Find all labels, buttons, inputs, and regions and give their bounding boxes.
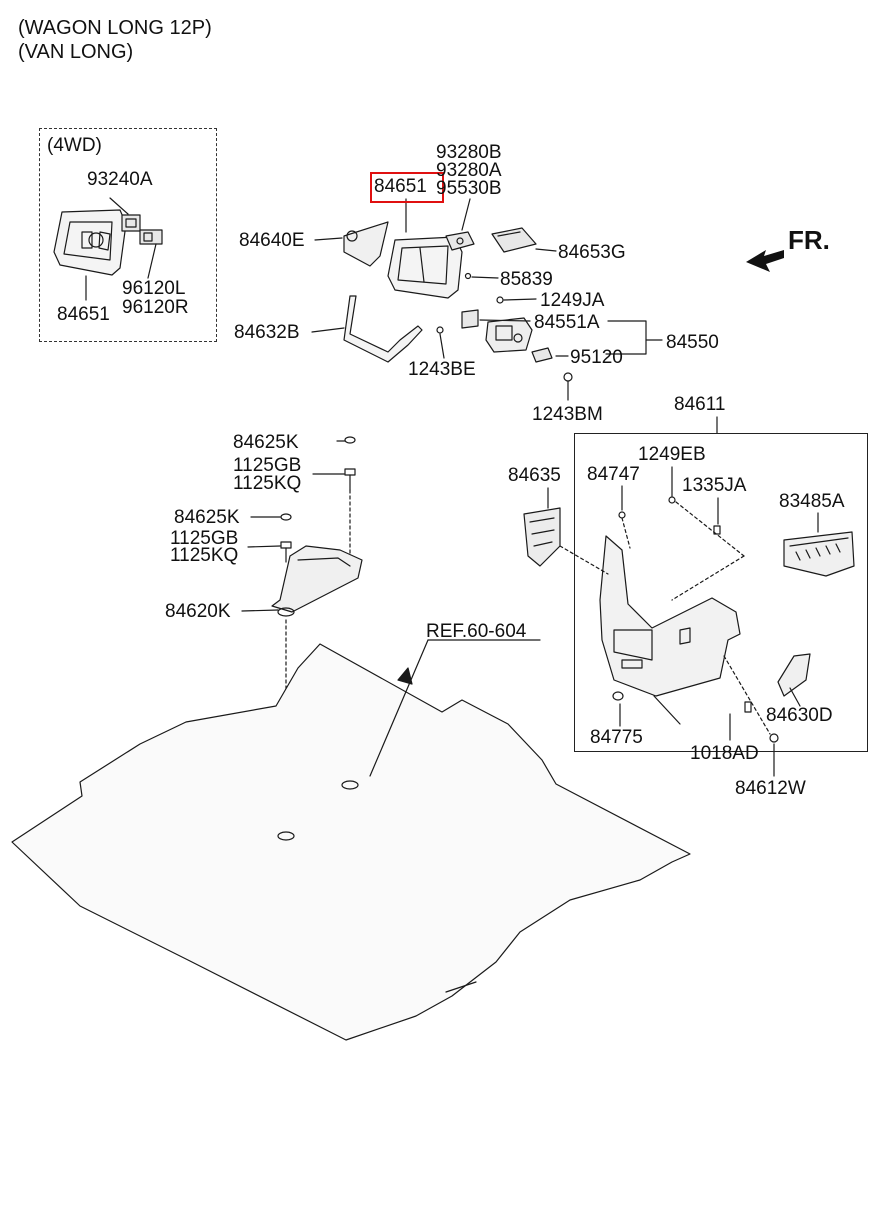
clip-84775 <box>612 691 624 701</box>
label-95530B[interactable]: 95530B <box>436 178 502 199</box>
label-1125GB-a[interactable]: 1125GB <box>233 455 302 476</box>
label-83485A[interactable]: 83485A <box>779 491 845 512</box>
trim-84635 <box>523 507 561 567</box>
label-1335JA[interactable]: 1335JA <box>682 475 747 496</box>
label-84630D[interactable]: 84630D <box>766 705 833 726</box>
label-84632B[interactable]: 84632B <box>234 322 300 343</box>
washer-84612W <box>769 733 779 743</box>
label-1018AD[interactable]: 1018AD <box>690 743 759 764</box>
label-93280B[interactable]: 93280B <box>436 142 502 163</box>
label-1249EB[interactable]: 1249EB <box>638 444 706 465</box>
bolt-1018AD <box>744 701 752 713</box>
label-84747[interactable]: 84747 <box>587 464 640 485</box>
console-84620K <box>271 545 363 617</box>
tray-83485A <box>783 531 855 577</box>
header-line-2: (VAN LONG) <box>18 41 134 63</box>
label-1243BE[interactable]: 1243BE <box>408 359 476 380</box>
label-84550[interactable]: 84550 <box>666 332 719 353</box>
variant-box-4wd <box>39 128 217 342</box>
screw-1243BM <box>563 372 573 382</box>
switch-93280 <box>445 231 475 251</box>
label-84775[interactable]: 84775 <box>590 727 643 748</box>
trim-84632B <box>343 295 423 363</box>
label-95120[interactable]: 95120 <box>570 347 623 368</box>
label-93280A[interactable]: 93280A <box>436 160 502 181</box>
label-ref-60-604[interactable]: REF.60-604 <box>426 621 527 642</box>
variant-title: (4WD) <box>47 135 102 156</box>
label-93240A[interactable]: 93240A <box>87 169 153 190</box>
floor-panel <box>11 643 691 1041</box>
cap-84625K-a <box>344 436 356 444</box>
label-84611[interactable]: 84611 <box>674 394 726 415</box>
label-96120R[interactable]: 96120R <box>122 297 189 318</box>
label-1125KQ-b[interactable]: 1125KQ <box>170 545 239 566</box>
assembly-box-84611 <box>574 433 868 752</box>
label-1125KQ-a[interactable]: 1125KQ <box>233 473 302 494</box>
label-84635[interactable]: 84635 <box>508 465 561 486</box>
label-85839[interactable]: 85839 <box>500 269 553 290</box>
bolt-1125-b <box>280 541 292 563</box>
screw-1249JA <box>496 296 504 304</box>
label-1249JA[interactable]: 1249JA <box>540 290 605 311</box>
header-line-1: (WAGON LONG 12P) <box>18 17 212 39</box>
console-84611 <box>599 535 741 697</box>
label-84620K[interactable]: 84620K <box>165 601 231 622</box>
cap-84625K-b <box>280 513 292 521</box>
clip-1335JA <box>713 525 721 535</box>
bolt-1125-a <box>344 468 356 491</box>
label-1125GB-b[interactable]: 1125GB <box>170 528 239 549</box>
switch-assy-84550 <box>461 309 553 363</box>
label-1243BM[interactable]: 1243BM <box>532 404 603 425</box>
label-84625K-b[interactable]: 84625K <box>174 507 240 528</box>
fr-marker: FR. <box>788 225 830 255</box>
label-84651-highlighted[interactable]: 84651 <box>374 176 427 197</box>
switch-96120 <box>139 229 163 245</box>
screw-1243BE <box>436 326 444 334</box>
switch-93240A <box>121 214 141 232</box>
cover-84630D <box>777 653 811 697</box>
label-84640E[interactable]: 84640E <box>239 230 305 251</box>
label-84551A[interactable]: 84551A <box>534 312 600 333</box>
bezel-84651 <box>387 236 463 299</box>
cover-84640E <box>343 221 389 267</box>
front-arrow-icon <box>746 250 784 272</box>
panel-84653G <box>491 227 537 253</box>
bezel-4wd <box>53 209 127 276</box>
screw-85839 <box>464 272 472 280</box>
label-84625K-a[interactable]: 84625K <box>233 432 299 453</box>
label-96120L[interactable]: 96120L <box>122 278 186 299</box>
label-84612W[interactable]: 84612W <box>735 778 806 799</box>
label-84653G[interactable]: 84653G <box>558 242 626 263</box>
label-84651-4wd[interactable]: 84651 <box>57 304 110 325</box>
highlight-box <box>370 172 444 203</box>
screw-1249EB <box>668 496 676 504</box>
